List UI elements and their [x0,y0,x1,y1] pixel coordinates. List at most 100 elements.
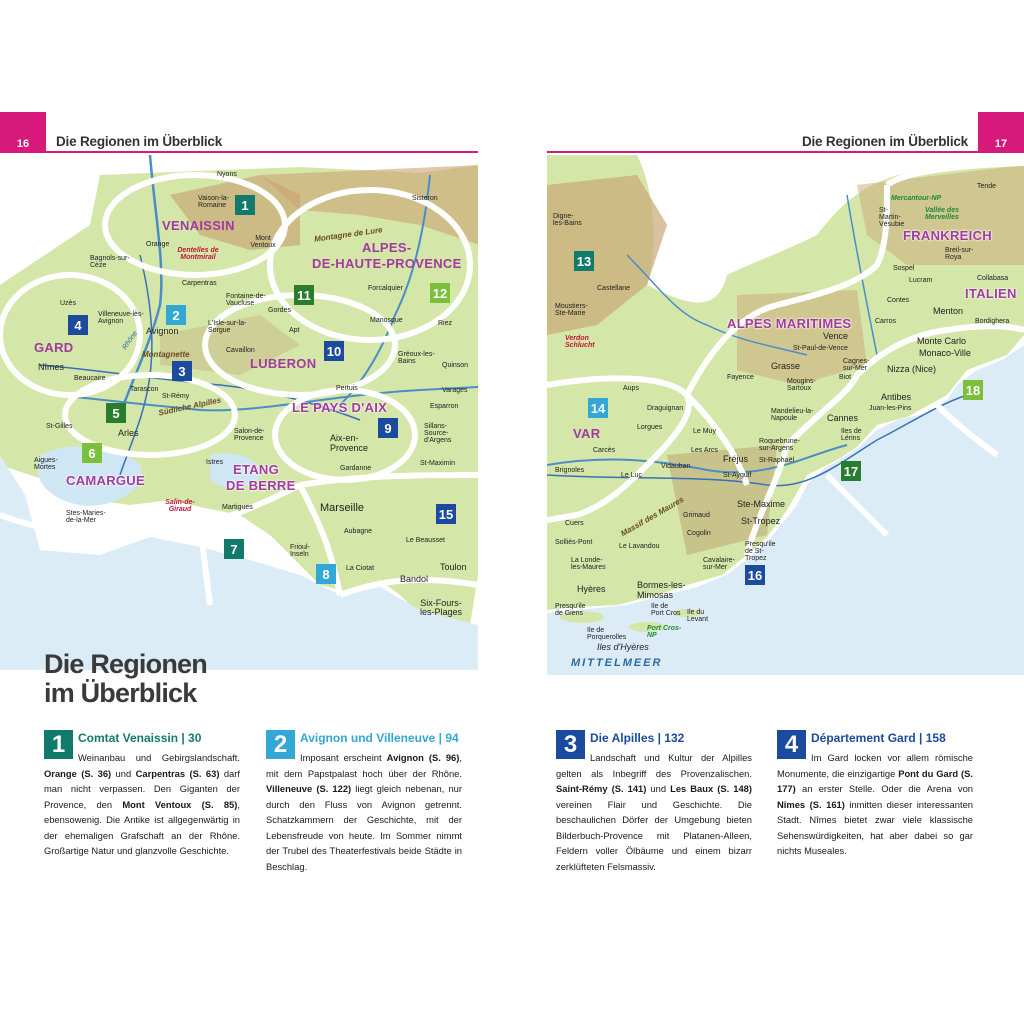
city-label: Vidauban [661,463,691,470]
region-badge-1[interactable]: 1 [235,195,255,215]
city-label: St-Martin-Vésubie [879,207,905,228]
region-badge-10[interactable]: 10 [324,341,344,361]
city-label: Carpentras [182,280,217,287]
region-label: VENAISSIN [162,218,235,233]
city-label: Menton [933,306,964,316]
city-label: St-Raphaël [759,457,795,464]
city-label: Gardanne [340,465,372,472]
entry-number: 3 [556,730,585,759]
entry-title[interactable]: Die Alpilles | 132 [590,731,685,745]
entry-title[interactable]: Avignon und Villeneuve | 94 [300,731,459,745]
city-label: Le Beausset [406,537,445,544]
city-label: Sisteron [412,195,438,202]
region-badge-5[interactable]: 5 [106,403,126,423]
city-label: Presqu'ile de Giens [555,603,586,617]
page-title: Die Regionen im Überblick [44,649,208,708]
park-label: Port Cros-NP [647,625,682,639]
city-label: Vaison-la-Romaine [198,195,229,209]
region-badge-14[interactable]: 14 [588,398,608,418]
region-badge-7[interactable]: 7 [224,539,244,559]
region-label: FRANKREICH [903,228,992,243]
page-title-line: im Überblick [44,678,197,708]
city-label: St-Tropez [741,516,781,526]
city-label: Sillans-Source-d'Argens [424,423,452,444]
region-badge-16[interactable]: 16 [745,565,765,585]
city-label: Bordighera [975,318,1010,325]
city-label: Collabasa [977,275,1009,282]
city-label: Antibes [881,392,912,402]
city-label: Lucram [909,277,933,284]
city-label: Aigues-Mortes [34,457,58,471]
region-label: DE BERRE [226,478,296,493]
city-label: St-Gilles [46,423,73,430]
city-label: Avignon [146,326,179,336]
region-badge-2[interactable]: 2 [166,305,186,325]
city-label: Ile du Levant [687,609,709,623]
city-label: Le Muy [693,428,716,435]
region-map-left: VENAISSIN ALPES- DE-HAUTE-PROVENCE GARD … [0,155,478,670]
city-label: Varages [442,387,468,394]
city-label: Ile de Porquerolles [587,627,627,641]
region-label: ALPES- [362,240,412,255]
city-label: Toulon [440,562,467,572]
region-badge-3[interactable]: 3 [172,361,192,381]
city-label: Nyons [217,171,237,178]
city-label: Aups [623,385,639,392]
city-label: Castellane [597,285,631,292]
city-label: Breil-sur-Roya [945,247,974,261]
region-label: LE PAYS D'AIX [292,400,388,415]
city-label: Pertuis [336,385,358,392]
entry-text: Weinanbau und Gebirgslandschaft. Orange … [44,752,240,856]
star-label: Salin-de-Giraud [165,499,195,513]
region-badge-15[interactable]: 15 [436,504,456,524]
entry-title[interactable]: Comtat Venaissin | 30 [78,731,202,745]
sea-label: MITTELMEER [571,657,663,669]
entry-title[interactable]: Département Gard | 158 [811,731,946,745]
entry-number: 2 [266,730,295,759]
right-page: 17 Die Regionen im Überblick [547,0,1024,1024]
city-label: St-Paul-de-Vence [793,345,848,352]
city-label: Orange [146,241,170,248]
city-label: Brignoles [555,467,585,474]
city-label: La Londe-les-Maures [571,557,606,571]
region-badge-17[interactable]: 17 [841,461,861,481]
city-label: Cavaillon [226,347,255,354]
city-label: Digne-les-Bains [553,213,582,227]
city-label: Fontaine-de-Vaucluse [226,293,266,307]
city-label: Fréjus [723,454,749,464]
entry-text: Landschaft und Kultur der Alpilles gelte… [556,752,753,872]
region-badge-12[interactable]: 12 [430,283,450,303]
region-badge-18[interactable]: 18 [963,380,983,400]
city-label: Cannes [827,413,859,423]
region-label: ETANG [233,462,280,477]
page-number-right: 17 [978,112,1024,152]
city-label: Le Luc [621,472,643,479]
city-label: Bagnols-sur-Cèze [90,255,130,269]
city-label: St-Maximin [420,460,456,467]
page-title-line: Die Regionen [44,649,208,679]
city-label: Grimaud [683,512,710,519]
map-right-graphic [547,155,1024,675]
city-label: Gordes [268,307,291,314]
city-label: Ile de Port Cros [651,603,681,617]
region-badge-4[interactable]: 4 [68,315,88,335]
region-badge-11[interactable]: 11 [294,285,314,305]
city-label: Mandelieu-la-Napoule [771,408,814,422]
city-label: Carcès [593,447,616,454]
region-badge-6[interactable]: 6 [82,443,102,463]
region-badge-9[interactable]: 9 [378,418,398,438]
city-label: Istres [206,459,224,466]
header-rule-right [547,151,1024,153]
city-label: Cuers [565,520,584,527]
region-badge-8[interactable]: 8 [316,564,336,584]
city-label: Six-Fours-les-Plages [419,598,463,617]
city-label: Fayence [727,374,754,381]
city-label: Nizza (Nice) [887,364,937,374]
region-badge-13[interactable]: 13 [574,251,594,271]
star-label: Dentelles de Montmirail [177,247,219,261]
city-label: Le Lavandou [619,543,660,550]
city-label: Martigues [222,504,253,511]
city-label: Cavalaire-sur-Mer [703,557,735,571]
entry-text: Im Gard locken vor allem römische Monume… [777,752,973,856]
city-label: Mougins-Sartoux [787,378,816,392]
